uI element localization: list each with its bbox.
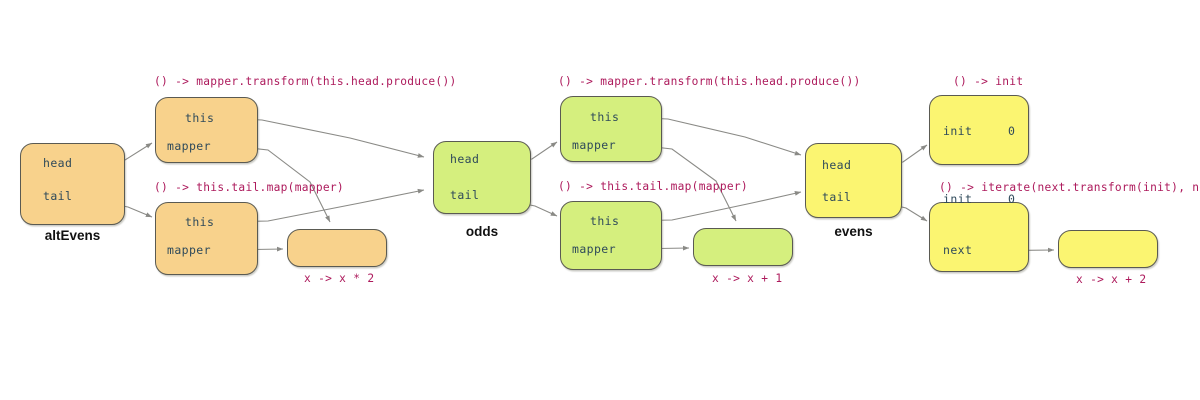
- node-evens-tail-closure[interactable]: [929, 202, 1029, 272]
- lambda-evens-tail: () -> iterate(next.transform(init), next…: [939, 181, 1200, 194]
- node-evens-root[interactable]: [805, 143, 902, 218]
- slot-evens-head-init: init: [943, 124, 973, 138]
- slot-odds-head-mapper: mapper: [572, 138, 616, 152]
- node-odds-head-closure[interactable]: [560, 96, 662, 162]
- value-evens-head-init: 0: [1008, 124, 1016, 138]
- slot-altevens-head-this: this: [185, 111, 215, 125]
- node-evens-leaf[interactable]: [1058, 230, 1158, 268]
- node-odds-tail-closure[interactable]: [560, 201, 662, 270]
- lambda-altevens-tail: () -> this.tail.map(mapper): [154, 181, 344, 194]
- slot-odds-head-this: this: [590, 110, 620, 124]
- node-altevens-tail-closure[interactable]: [155, 202, 258, 275]
- lambda-odds-tail: () -> this.tail.map(mapper): [558, 180, 748, 193]
- caption-odds: odds: [465, 224, 499, 239]
- caption-altevens: altEvens: [44, 228, 101, 243]
- node-altevens-head-closure[interactable]: [155, 97, 258, 163]
- node-odds-root[interactable]: [433, 141, 531, 214]
- caption-evens: evens: [834, 224, 873, 239]
- slot-evens-tail-init: init: [943, 192, 973, 206]
- lambda-altevens-head: () -> mapper.transform(this.head.produce…: [154, 75, 457, 88]
- lambda-evens-head: () -> init: [953, 75, 1024, 88]
- slot-evens-head: head: [822, 158, 852, 172]
- lambda-evens-leaf: x -> x + 2: [1076, 273, 1147, 286]
- slot-odds-tail: tail: [450, 188, 480, 202]
- slot-odds-head: head: [450, 152, 480, 166]
- slot-altevens-tail-mapper: mapper: [167, 243, 211, 257]
- lambda-altevens-leaf: x -> x * 2: [304, 272, 375, 285]
- slot-evens-tail-next: next: [943, 243, 973, 257]
- lambda-odds-leaf: x -> x + 1: [712, 272, 783, 285]
- node-evens-head-closure[interactable]: [929, 95, 1029, 165]
- lambda-odds-head: () -> mapper.transform(this.head.produce…: [558, 75, 861, 88]
- slot-altevens-tail-this: this: [185, 215, 215, 229]
- slot-altevens-head-mapper: mapper: [167, 139, 211, 153]
- slot-odds-tail-this: this: [590, 214, 620, 228]
- value-evens-tail-init: 0: [1008, 192, 1016, 206]
- node-altevens-leaf[interactable]: [287, 229, 387, 267]
- slot-odds-tail-mapper: mapper: [572, 242, 616, 256]
- node-odds-leaf[interactable]: [693, 228, 793, 266]
- slot-altevens-tail: tail: [43, 189, 73, 203]
- node-altevens-root[interactable]: [20, 143, 125, 225]
- slot-altevens-head: head: [43, 156, 73, 170]
- slot-evens-tail: tail: [822, 190, 852, 204]
